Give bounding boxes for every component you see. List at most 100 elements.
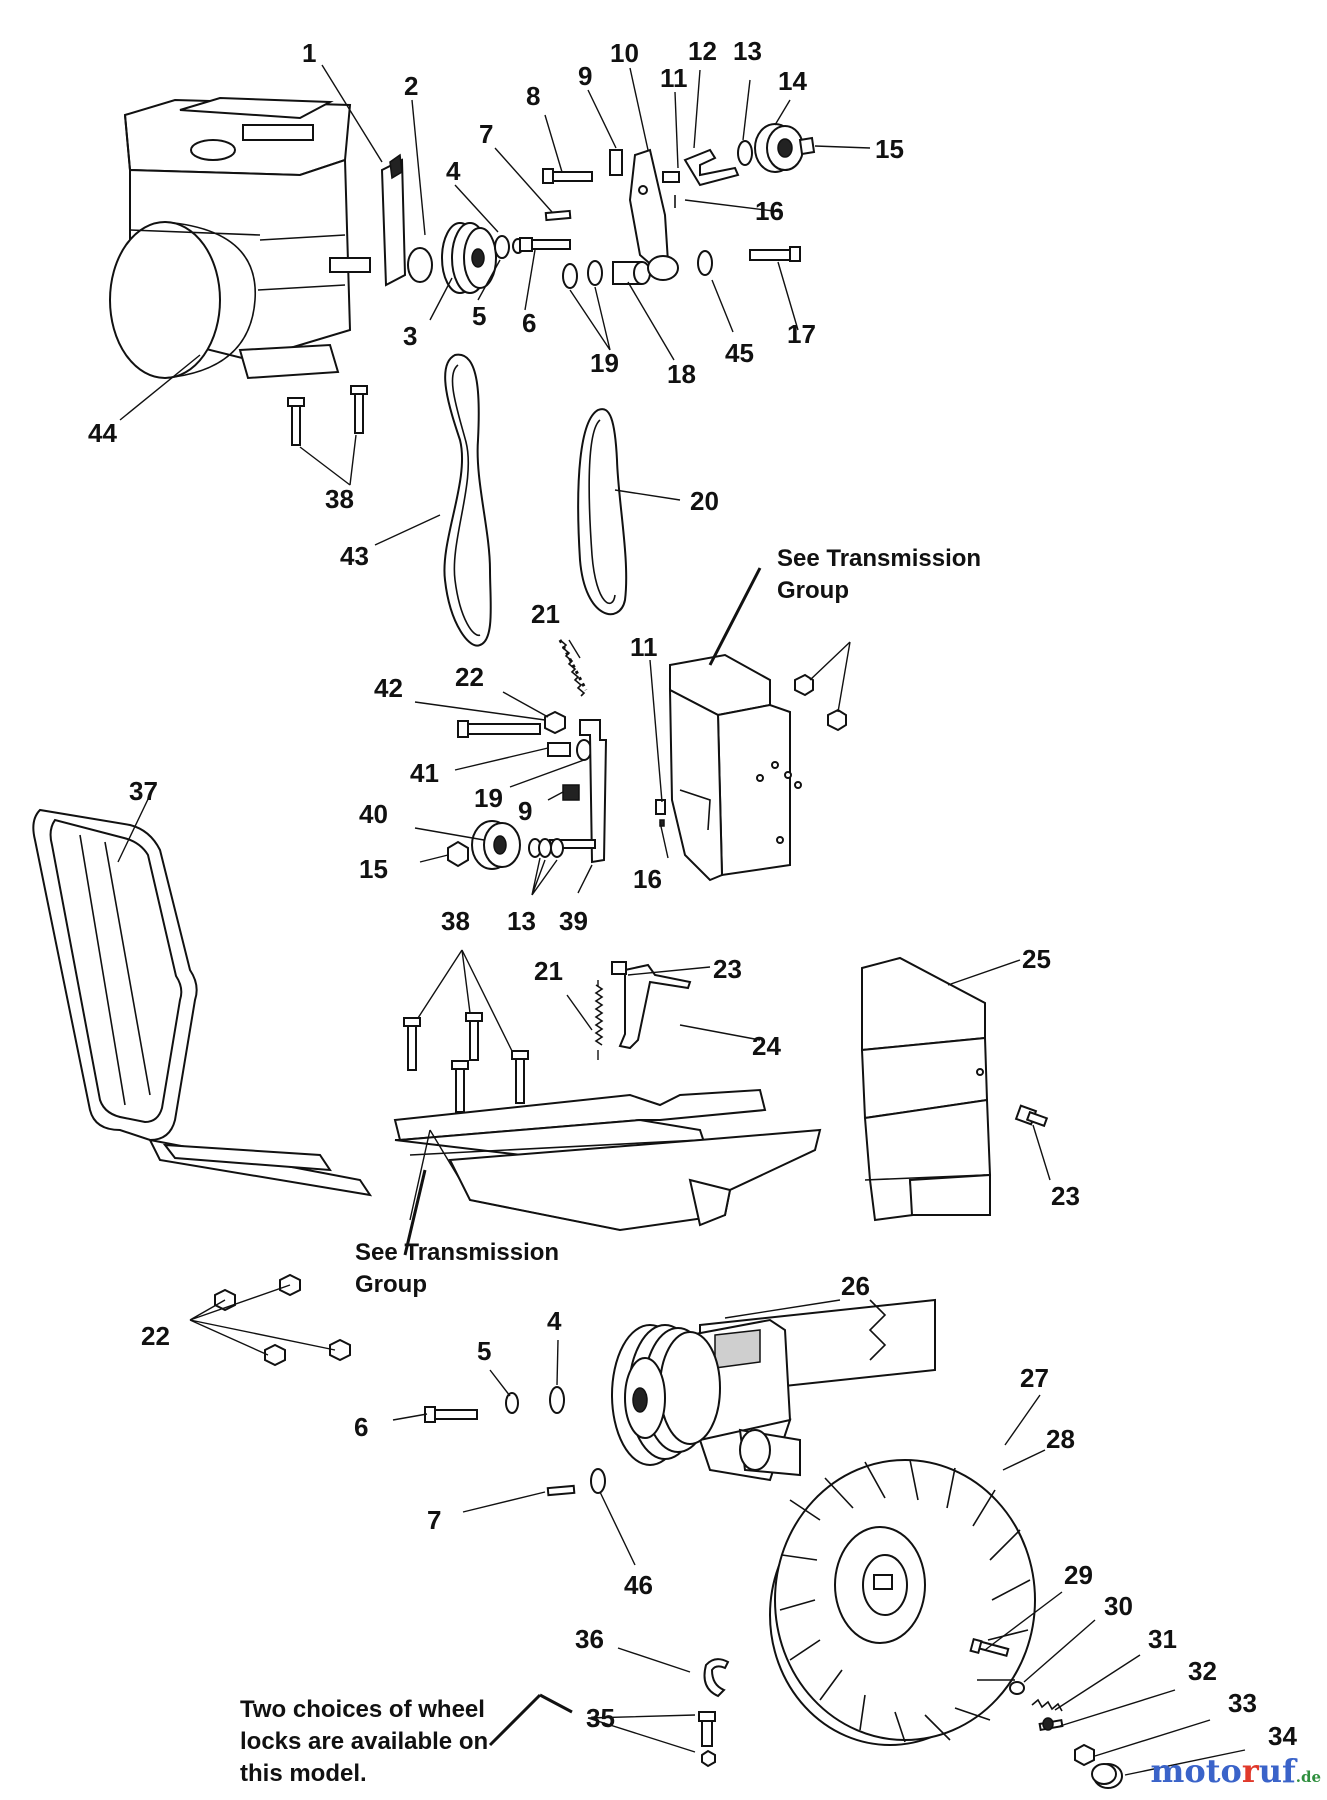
callout: 26 <box>841 1271 870 1301</box>
callout: 40 <box>359 799 388 829</box>
callout: 28 <box>1046 1424 1075 1454</box>
callout: 13 <box>733 36 762 66</box>
notes: See Transmission Group See Transmission … <box>240 545 981 1787</box>
front-bumper-guard <box>32 808 373 1197</box>
callout: 19 <box>474 783 503 813</box>
callout: 3 <box>403 321 417 351</box>
bolts-and-pins-upper <box>519 149 651 289</box>
callout: 15 <box>875 134 904 164</box>
callout: 31 <box>1148 1624 1177 1654</box>
callout: 7 <box>479 119 493 149</box>
drive-pulley-lower <box>611 1324 721 1466</box>
watermark-part: moto <box>1150 1752 1242 1790</box>
callout: 32 <box>1188 1656 1217 1686</box>
callout: 23 <box>1051 1181 1080 1211</box>
axle-shaft <box>738 1428 801 1477</box>
callout: 6 <box>522 308 536 338</box>
callout: 22 <box>455 662 484 692</box>
idler-pulley-upper <box>683 123 816 276</box>
callout: 38 <box>325 484 354 514</box>
callout: 37 <box>129 776 158 806</box>
watermark-logo: motoruf.de <box>1151 1752 1321 1790</box>
callout: 1 <box>302 38 316 68</box>
callout: 7 <box>427 1505 441 1535</box>
callout: 4 <box>547 1306 562 1336</box>
callout: 10 <box>610 38 639 68</box>
pulley-assembly-upper <box>407 222 524 294</box>
callout: 34 <box>1268 1721 1297 1751</box>
callout: 29 <box>1064 1560 1093 1590</box>
callout: 39 <box>559 906 588 936</box>
watermark-part: .de <box>1295 1768 1321 1786</box>
callout: 22 <box>141 1321 170 1351</box>
callout: 23 <box>713 954 742 984</box>
callout: 9 <box>518 796 532 826</box>
callout: 5 <box>477 1336 491 1366</box>
callout: 16 <box>633 864 662 894</box>
callout: 17 <box>787 319 816 349</box>
watermark-part: r <box>1241 1752 1259 1790</box>
callout: 20 <box>690 486 719 516</box>
callout: 25 <box>1022 944 1051 974</box>
callout: 41 <box>410 758 439 788</box>
nuts-lower <box>214 1273 351 1367</box>
callout: 19 <box>590 348 619 378</box>
note-wheel-locks: Two choices of wheel <box>240 1696 485 1723</box>
callout: 13 <box>507 906 536 936</box>
note-transmission-bottom: Group <box>355 1271 427 1298</box>
callout: 44 <box>88 418 117 448</box>
callout: 42 <box>374 673 403 703</box>
callout: 21 <box>531 599 560 629</box>
wheel-tire <box>769 1459 1036 1746</box>
wheel-lock-hardware <box>698 1637 1123 1789</box>
callout: 36 <box>575 1624 604 1654</box>
chassis-frame <box>393 1088 822 1232</box>
note-wheel-locks: locks are available on <box>240 1728 488 1755</box>
callout: 11 <box>630 632 658 662</box>
engine-mounting-plate <box>380 153 407 287</box>
callout: 9 <box>578 61 592 91</box>
callout: 6 <box>354 1412 368 1442</box>
belt-cover-bolt <box>1014 1104 1049 1128</box>
spring-upper <box>558 639 588 697</box>
middle-idler-hardware <box>447 710 608 870</box>
callout: 11 <box>660 63 688 93</box>
note-wheel-locks: this model. <box>240 1760 367 1787</box>
callout: 14 <box>778 66 807 96</box>
callout: 5 <box>472 301 486 331</box>
callout: 2 <box>404 71 418 101</box>
callout: 46 <box>624 1570 653 1600</box>
bolts-middle <box>403 1012 529 1113</box>
callout: 27 <box>1020 1363 1049 1393</box>
axle-hardware-lower <box>424 1386 606 1497</box>
callout: 30 <box>1104 1591 1133 1621</box>
transmission-housing <box>655 653 847 882</box>
spring-middle <box>594 980 604 1060</box>
belt-cover <box>860 956 992 1222</box>
callout: 24 <box>752 1031 781 1061</box>
callout: 4 <box>446 156 461 186</box>
callout: 16 <box>755 196 784 226</box>
note-transmission-bottom: See Transmission <box>355 1239 559 1266</box>
callout: 45 <box>725 338 754 368</box>
transmission-gearbox <box>688 1298 936 1482</box>
callout: 21 <box>534 956 563 986</box>
leader-lines <box>117 64 1246 1776</box>
bolts-upper <box>287 385 368 446</box>
watermark-part: uf <box>1258 1752 1296 1790</box>
callout: 43 <box>340 541 369 571</box>
callout: 15 <box>359 854 388 884</box>
idler-arm-bracket <box>628 148 680 281</box>
callout: 8 <box>526 81 540 111</box>
belt-long <box>443 353 492 647</box>
belt-short <box>577 408 628 616</box>
callout: 18 <box>667 359 696 389</box>
engine <box>109 96 371 380</box>
callout-labels: 1 2 3 4 5 6 7 8 9 10 11 12 13 14 15 16 1… <box>88 36 1297 1751</box>
brake-rod-bracket <box>611 961 692 1050</box>
callout: 38 <box>441 906 470 936</box>
callout: 12 <box>688 36 717 66</box>
note-transmission-top: Group <box>777 577 849 604</box>
callout: 33 <box>1228 1688 1257 1718</box>
